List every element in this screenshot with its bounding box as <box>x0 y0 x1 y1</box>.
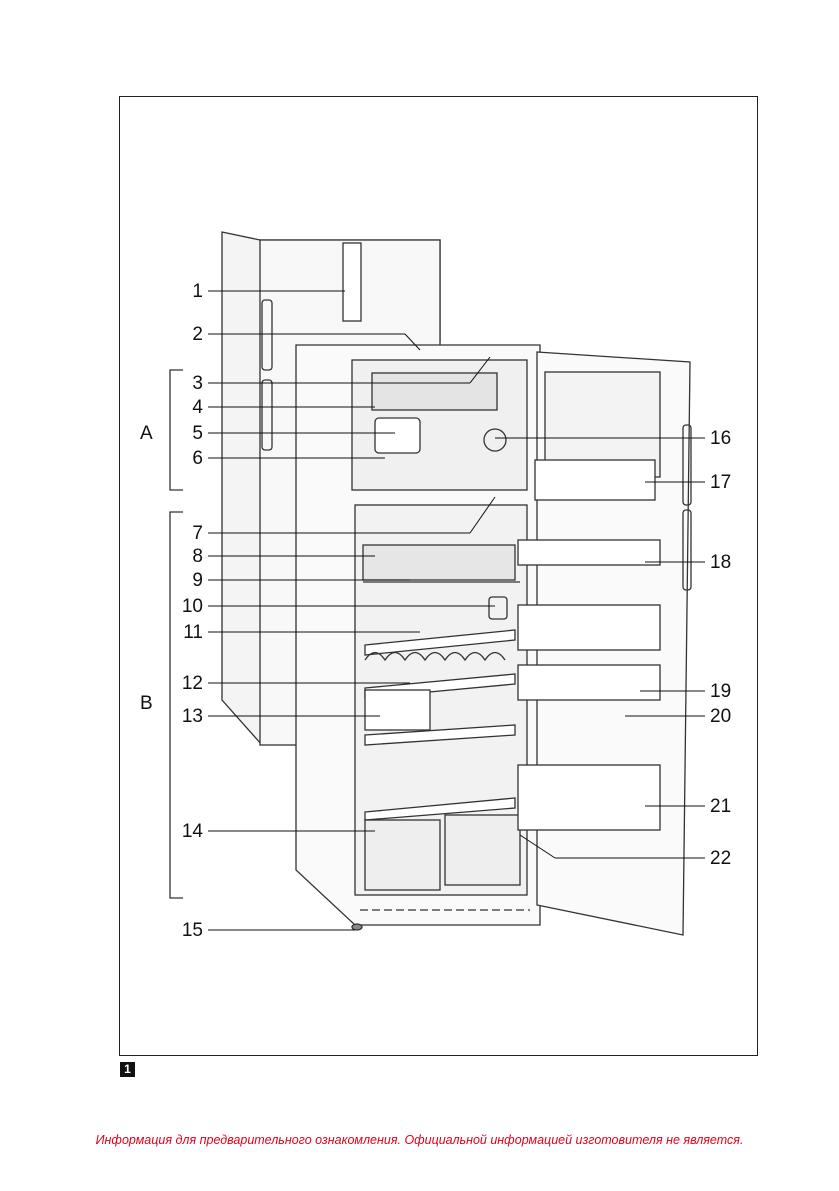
callout-3: 3 <box>192 373 203 394</box>
callout-2: 2 <box>192 324 203 345</box>
callout-11: 11 <box>183 622 203 643</box>
section-b-label: B <box>140 693 153 714</box>
callout-10: 10 <box>181 596 203 617</box>
callout-14: 14 <box>181 821 203 842</box>
callout-1: 1 <box>192 281 203 302</box>
refrigerator-door <box>517 351 692 936</box>
callout-8: 8 <box>192 546 203 567</box>
bracket-a <box>169 369 183 491</box>
leader-lines <box>208 290 705 931</box>
section-a-label: A <box>140 423 153 444</box>
callout-5: 5 <box>192 423 203 444</box>
figure-number: 1 <box>120 1062 135 1077</box>
callout-7: 7 <box>192 523 203 544</box>
callout-22: 22 <box>710 848 732 869</box>
callout-20: 20 <box>710 706 732 727</box>
footer-notice: Информация для предварительного ознакомл… <box>95 1133 744 1147</box>
callout-19: 19 <box>710 681 732 702</box>
bracket-b <box>169 511 183 899</box>
callout-15: 15 <box>181 920 203 941</box>
open-refrigerator <box>295 344 541 931</box>
callout-12: 12 <box>181 673 203 694</box>
callout-6: 6 <box>192 448 203 469</box>
callout-17: 17 <box>710 472 732 493</box>
callout-13: 13 <box>181 706 203 727</box>
callout-9: 9 <box>192 570 203 591</box>
callout-21: 21 <box>710 796 732 817</box>
figure-frame <box>119 96 758 1056</box>
callout-18: 18 <box>710 552 732 573</box>
callout-4: 4 <box>192 397 203 418</box>
callout-16: 16 <box>710 428 732 449</box>
